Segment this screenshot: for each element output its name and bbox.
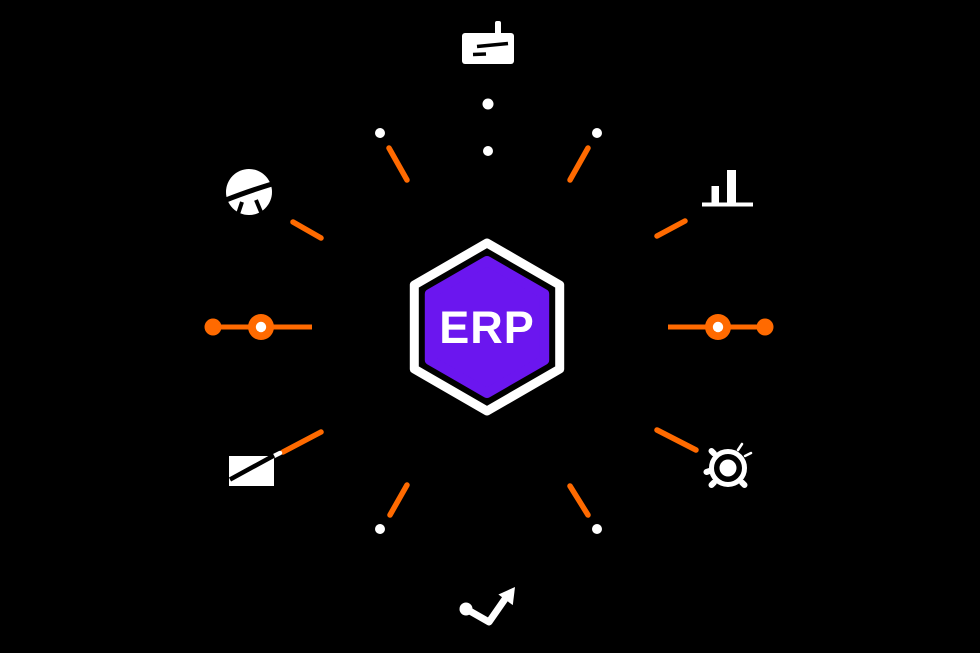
erp-hexagon	[409, 238, 565, 416]
connector-segment	[567, 483, 591, 518]
connector-dot	[592, 128, 602, 138]
hexagon-outline	[409, 238, 565, 416]
card-icon	[462, 21, 514, 64]
node-solid-circle	[204, 318, 222, 336]
connector-segment	[567, 145, 591, 183]
connector-dot	[375, 128, 385, 138]
connector-to-envelope	[280, 429, 324, 455]
connector-to-bar-chart	[654, 218, 688, 239]
connector-dot	[482, 98, 494, 110]
connector-segment	[386, 145, 410, 183]
connector-dot	[592, 524, 602, 534]
connector-top	[482, 98, 494, 156]
hexagon-body	[424, 256, 550, 398]
connector-to-gear	[654, 427, 699, 453]
globe-icon	[225, 169, 273, 215]
node-ring-inner	[712, 321, 724, 333]
connector-to-globe	[290, 219, 324, 241]
connector-dot	[375, 524, 385, 534]
check-arrow-icon	[459, 587, 515, 626]
gear-icon	[703, 442, 753, 488]
node-ring-inner	[255, 321, 267, 333]
erp-label: ERP	[439, 301, 535, 353]
envelope-icon	[228, 450, 283, 486]
connector-left-node-link	[204, 314, 312, 340]
connector-dot	[483, 146, 493, 156]
bar-chart-icon	[702, 170, 753, 207]
connector-top-right-diagonal	[567, 128, 602, 183]
connector-top-left-diagonal	[375, 128, 410, 183]
connector-bottom-right-diagonal	[567, 483, 602, 534]
connector-bottom-left-diagonal	[375, 482, 410, 534]
connector-segment	[387, 482, 410, 518]
connector-right-node-link	[668, 314, 774, 340]
node-solid-circle	[756, 318, 774, 336]
